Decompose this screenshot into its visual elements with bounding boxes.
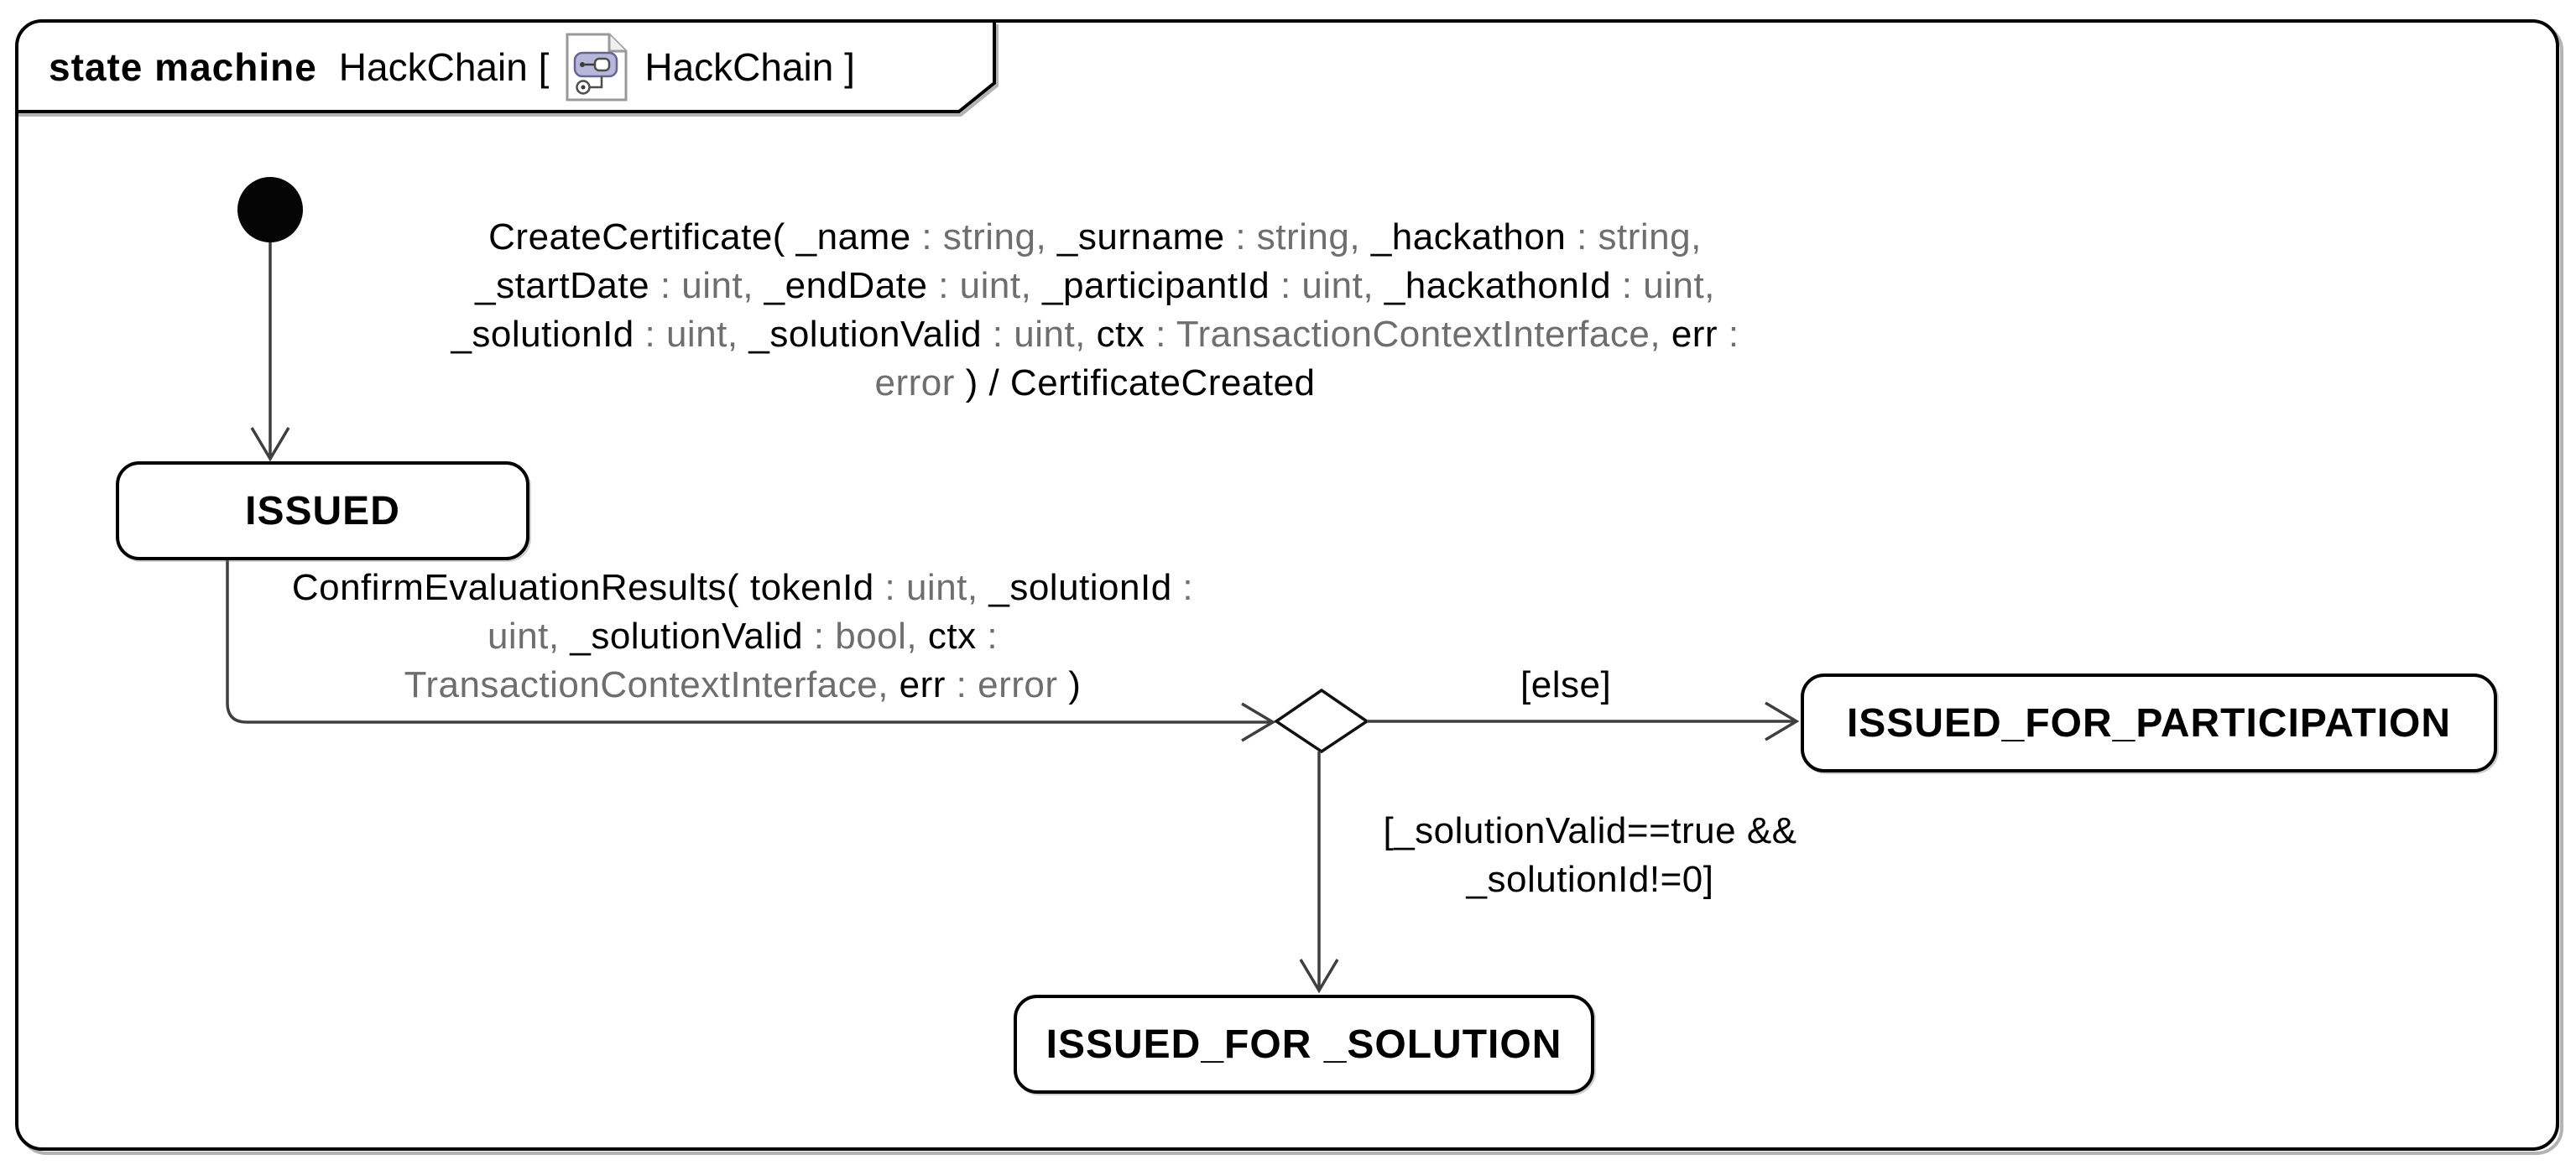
state-issued: ISSUED <box>116 461 529 560</box>
transition-label-line: uint, _solutionValid : bool, ctx : <box>487 616 999 657</box>
transition-label-line: TransactionContextInterface, err : error… <box>404 664 1082 705</box>
state-issued-for-solution: ISSUED_FOR _SOLUTION <box>1014 995 1594 1094</box>
transition-issued-to-choice <box>226 555 1272 724</box>
frame-title-name: HackChain [ <box>338 45 550 89</box>
frame-title-keyword: state machine <box>49 45 317 89</box>
transition-label-create-certificate: CreateCertificate( _name : string, _surn… <box>336 213 1854 408</box>
guard-label-solution-valid-line2: _solutionId!=0] <box>1466 859 1714 900</box>
arrowhead-into-issued <box>250 427 290 462</box>
transition-label-line: CreateCertificate( _name : string, _surn… <box>488 216 1702 257</box>
diagram-frame-border <box>15 19 2559 1151</box>
transition-label-confirm-evaluation-results: ConfirmEvaluationResults( tokenId : uint… <box>222 564 1263 710</box>
arrowhead-into-choice <box>1241 702 1276 742</box>
frame-title-tab <box>17 23 996 113</box>
frame-title: state machine HackChain [ HackChain ] <box>49 33 855 101</box>
guard-label-solution-valid-line1: [_solutionValid==true && <box>1383 810 1797 851</box>
initial-state-node <box>237 177 303 242</box>
state-issued-for-participation: ISSUED_FOR_PARTICIPATION <box>1801 674 2497 772</box>
transition-label-line: _solutionId : uint, _solutionValid : uin… <box>451 314 1739 355</box>
state-machine-diagram-icon <box>566 33 628 101</box>
arrowhead-into-solution <box>1299 959 1339 994</box>
frame-title-ref: HackChain ] <box>644 45 855 89</box>
state-issued-label: ISSUED <box>245 488 400 533</box>
arrowhead-into-participation <box>1765 701 1800 741</box>
guard-label-else: [else] <box>1520 664 1612 705</box>
state-issued-for-participation-label: ISSUED_FOR_PARTICIPATION <box>1846 700 2452 746</box>
guard-label-solution-valid: [_solutionValid==true && _solutionId!=0] <box>1332 807 1848 904</box>
transition-label-line: ConfirmEvaluationResults( tokenId : uint… <box>291 567 1194 608</box>
frame-title-tab-shadow <box>18 24 999 117</box>
transition-label-line: _startDate : uint, _endDate : uint, _par… <box>475 265 1715 306</box>
transition-label-line: error ) / CertificateCreated <box>874 362 1316 403</box>
state-issued-for-solution-label: ISSUED_FOR _SOLUTION <box>1046 1022 1562 1067</box>
